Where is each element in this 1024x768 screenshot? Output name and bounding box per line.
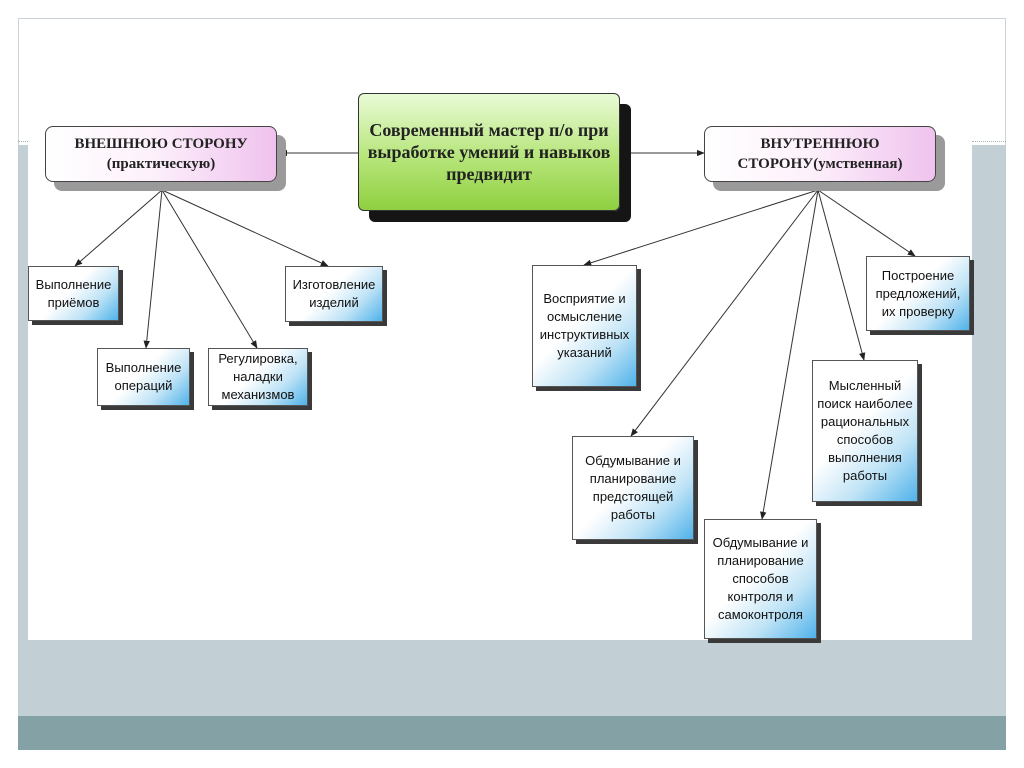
leaf-node-techniques: Выполнение приёмов	[28, 266, 119, 321]
center-node: Современный мастер п/о при выработке уме…	[358, 93, 620, 211]
internal-side-label: ВНУТРЕННЮЮ СТОРОНУ(умственная)	[737, 136, 903, 172]
center-node-label: Современный мастер п/о при выработке уме…	[367, 120, 611, 184]
connector-left-item-1	[74, 189, 163, 267]
leaf-node-operations: Выполнение операций	[97, 348, 190, 406]
leaf-node-proposals: Построение предложений, их проверку	[866, 256, 970, 331]
leaf-label: Обдумывание и планирование предстоящей р…	[585, 453, 681, 522]
connector-right-item-2	[630, 189, 819, 437]
slide-footer-band	[18, 716, 1006, 750]
leaf-node-control-planning: Обдумывание и планирование способов конт…	[704, 519, 817, 639]
leaf-node-manufacturing: Изготовление изделий	[285, 266, 383, 322]
connector-left-item-2	[143, 189, 163, 349]
leaf-label: Построение предложений, их проверку	[875, 267, 961, 319]
external-side-label: ВНЕШНЮЮ СТОРОНУ (практическую)	[74, 136, 248, 172]
leaf-label: Восприятие и осмысление инструктивных ук…	[539, 291, 630, 360]
internal-side-node: ВНУТРЕННЮЮ СТОРОНУ(умственная)	[704, 126, 936, 182]
connector-right-item-3	[760, 189, 819, 520]
leaf-label: Регулировка, наладки механизмов	[218, 351, 298, 402]
leaf-node-adjustment: Регулировка, наладки механизмов	[208, 348, 308, 406]
leaf-node-work-planning: Обдумывание и планирование предстоящей р…	[572, 436, 694, 540]
leaf-label: Выполнение операций	[105, 360, 182, 393]
connector-right-item-5	[817, 189, 916, 257]
leaf-label: Изготовление изделий	[292, 277, 376, 310]
connector-right-item-4	[817, 189, 866, 361]
connector-left-item-4	[161, 189, 329, 267]
leaf-label: Выполнение приёмов	[35, 276, 112, 310]
leaf-label: Мысленный поиск наиболее рациональных сп…	[817, 378, 913, 483]
connector-left-item-3	[161, 189, 258, 349]
external-side-node: ВНЕШНЮЮ СТОРОНУ (практическую)	[45, 126, 277, 182]
leaf-label: Обдумывание и планирование способов конт…	[712, 535, 809, 622]
slide-divider-right	[972, 141, 1006, 142]
leaf-node-mental-search: Мысленный поиск наиболее рациональных сп…	[812, 360, 918, 502]
leaf-node-perception: Восприятие и осмысление инструктивных ук…	[532, 265, 637, 387]
connector-right-item-1	[583, 189, 819, 266]
